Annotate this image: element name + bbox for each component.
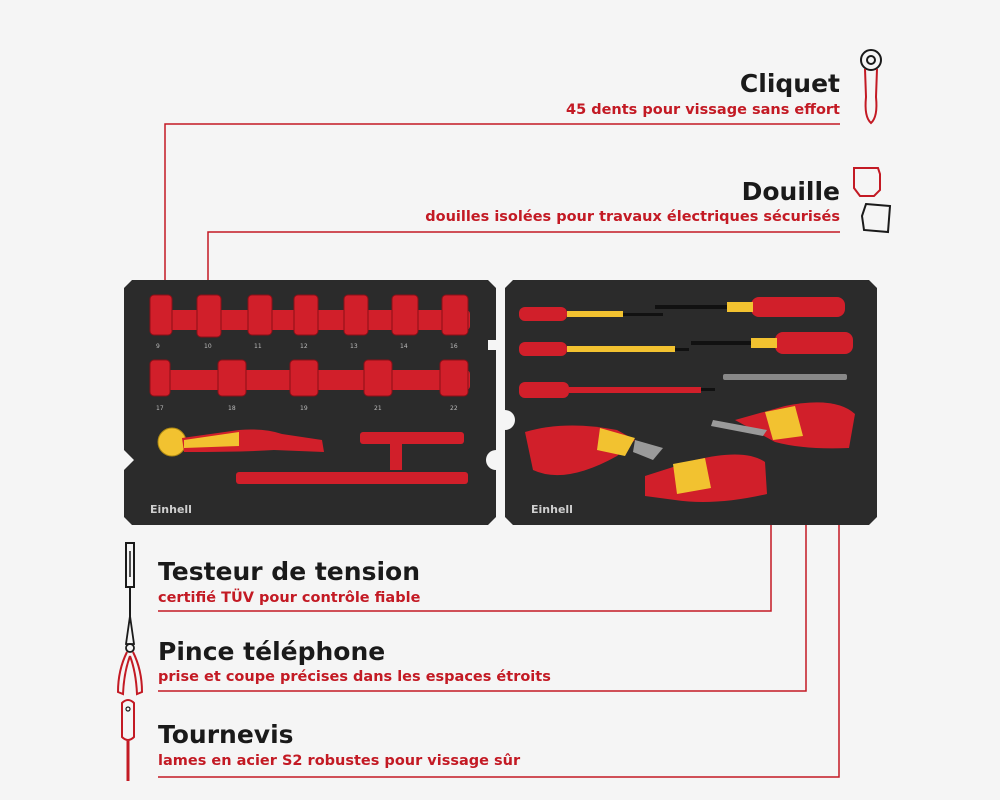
socket-size-label: 16 [450,343,458,350]
socket-size-label: 9 [156,343,160,350]
pliers-tray: Einhell [505,280,877,525]
pince-title: Pince téléphone [158,637,386,666]
socket-size-label: 13 [350,343,358,350]
socket-icon [853,167,892,234]
testeur-subtitle: certifié TÜV pour contrôle fiable [158,590,421,606]
socket-size-label: 11 [254,343,262,350]
tray-brand-logo: Einhell [150,503,192,516]
socket-size-label: 14 [400,343,408,350]
ratchet-icon [860,49,882,125]
socket-size-label: 10 [204,343,212,350]
cliquet-title: Cliquet [739,69,840,98]
cliquet-subtitle: 45 dents pour vissage sans effort [565,102,840,118]
socket-size-label: 17 [156,405,164,412]
pliers-icon [116,615,144,696]
tournevis-subtitle: lames en acier S2 robustes pour vissage … [158,753,521,769]
tray-brand-logo: Einhell [531,503,573,516]
socket-size-label: 19 [300,405,308,412]
socket-size-label: 21 [374,405,382,412]
socket-size-label: 18 [228,405,236,412]
pince-subtitle: prise et coupe précises dans les espaces… [158,669,551,685]
douille-subtitle: douilles isolées pour travaux électrique… [425,209,840,225]
socket-tray: 9 10 11 12 13 14 16 17 18 19 21 22 Einhe… [124,280,496,525]
testeur-title: Testeur de tension [158,557,420,586]
socket-size-label: 12 [300,343,308,350]
screwdriver-icon [121,699,135,781]
tournevis-title: Tournevis [158,720,294,749]
douille-title: Douille [741,177,840,206]
socket-size-label: 22 [450,405,458,412]
